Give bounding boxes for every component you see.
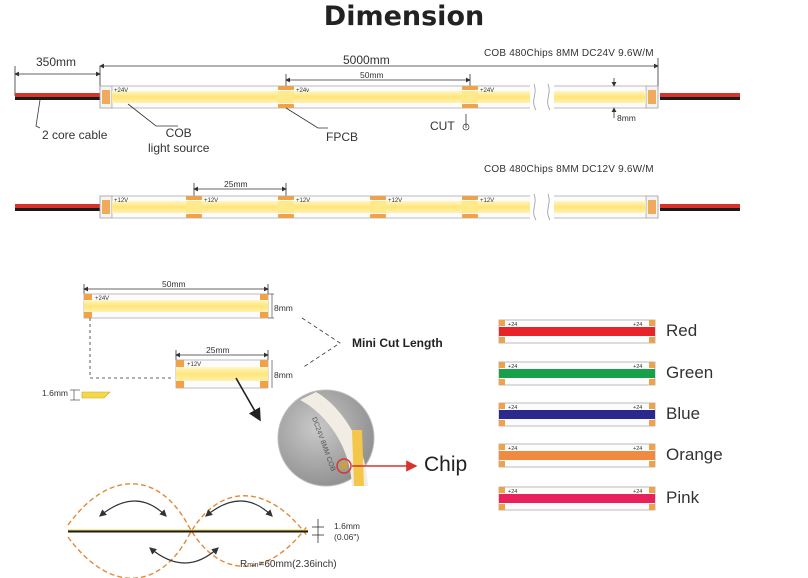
bend-thickness: 1.6mm <box>334 521 360 531</box>
cut-callout: CUT <box>430 119 455 133</box>
mini-cut-length-label: Mini Cut Length <box>352 336 443 350</box>
mini-cut-segments <box>70 284 341 422</box>
pad-label-24v-b: +24V <box>480 88 495 94</box>
swatch-pad-right: +24 <box>633 364 642 370</box>
bend-diagram <box>67 483 324 578</box>
mini-24v-pad: +24V <box>95 296 110 302</box>
page-title: Dimension <box>323 1 485 32</box>
swatch-pad-right: +24 <box>633 446 642 452</box>
bend-thickness-in: (0.06") <box>334 532 360 542</box>
swatch-pad-right: +24 <box>633 405 642 411</box>
lead-length-label: 350mm <box>36 55 77 69</box>
strip-12v <box>15 183 740 221</box>
pad-label-12v: +12V <box>114 198 129 204</box>
mini-24v-width: 8mm <box>274 303 293 313</box>
swatch-pad-left: +24 <box>508 489 517 495</box>
cable-callout: 2 core cable <box>42 128 108 142</box>
swatch-orange: +24 +24 <box>498 443 656 468</box>
color-name-blue: Blue <box>666 404 701 423</box>
pad-label-12v-a: +12V <box>204 198 219 204</box>
swatch-red: +24 +24 <box>498 319 656 344</box>
color-name-green: Green <box>666 363 714 382</box>
swatch-pad-left: +24 <box>508 322 517 328</box>
mini-12v-length: 25mm <box>206 345 230 355</box>
pad-label-24v-a: +24v <box>296 88 310 94</box>
mini-12v-width: 8mm <box>274 370 293 380</box>
swatch-green: +24 +24 <box>498 361 656 386</box>
pad-label-24v: +24V <box>114 88 129 94</box>
spec-24v: COB 480Chips 8MM DC24V 9.6W/M <box>484 48 654 59</box>
thickness-label: 1.6mm <box>42 388 68 398</box>
swatch-pad-right: +24 <box>633 489 642 495</box>
cob-callout: COB light source <box>148 126 210 155</box>
segment-length-25mm: 25mm <box>224 179 248 189</box>
swatch-pad-left: +24 <box>508 446 517 452</box>
spec-12v: COB 480Chips 8MM DC12V 9.6W/M <box>484 164 654 175</box>
chip-label: Chip <box>424 453 468 476</box>
color-name-pink: Pink <box>666 488 700 507</box>
mini-12v-pad: +12V <box>187 362 202 368</box>
total-length-label: 5000mm <box>343 53 390 67</box>
mini-24v-length: 50mm <box>162 279 186 289</box>
color-name-orange: Orange <box>666 445 723 464</box>
swatch-pad-left: +24 <box>508 364 517 370</box>
strip-24v <box>14 58 740 131</box>
swatch-pink: +24 +24 <box>498 486 656 511</box>
color-swatches: +24 +24 +24 +24 +24 +24 +24 +24 +24 +24 <box>498 319 656 511</box>
color-name-red: Red <box>666 321 698 340</box>
bend-radius: Rmin=60mm(2.36inch) <box>240 559 337 570</box>
fpcb-callout: FPCB <box>326 130 359 144</box>
pad-label-12v-c: +12V <box>388 198 403 204</box>
pad-label-12v-b: +12V <box>296 198 311 204</box>
swatch-pad-left: +24 <box>508 405 517 411</box>
width-label-8mm: 8mm <box>617 113 636 123</box>
pad-label-12v-d: +12V <box>480 198 495 204</box>
chip-photo: DC24V 8MM COB <box>277 389 418 487</box>
swatch-blue: +24 +24 <box>498 402 656 427</box>
segment-length-label: 50mm <box>360 70 384 80</box>
swatch-pad-right: +24 <box>633 322 642 328</box>
